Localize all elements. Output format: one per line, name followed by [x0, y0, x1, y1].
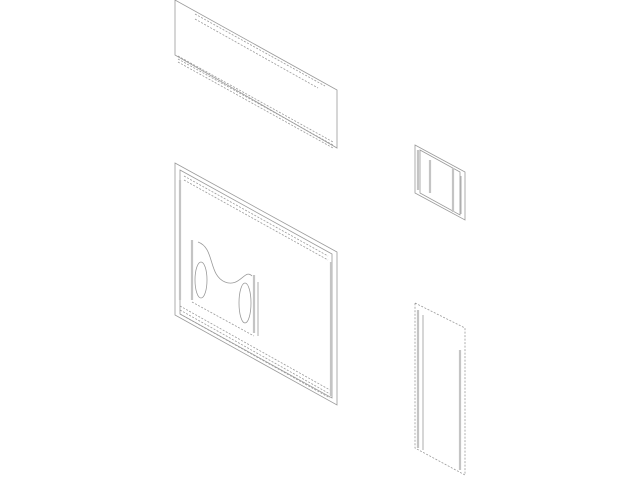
tall-narrow-panel — [414, 302, 466, 476]
top-strip-hatch — [177, 55, 334, 143]
top-strip-edge-detail — [194, 13, 326, 87]
bracket-hole-left — [194, 261, 208, 299]
small-frame-outline — [414, 144, 466, 221]
large-panel-hatch — [179, 313, 331, 399]
large-framed-panel — [174, 162, 338, 406]
top-strip-outline — [174, 0, 338, 149]
tall-panel-outline — [414, 302, 466, 476]
large-panel-hatch — [179, 309, 331, 395]
top-strip-hatch — [177, 58, 334, 146]
top-strip-panel — [174, 0, 338, 149]
large-panel-outer — [174, 162, 338, 406]
bracket-bottom — [191, 301, 255, 337]
large-panel-hatch — [183, 179, 329, 261]
small-frame-inner — [419, 149, 461, 216]
large-panel-inner — [179, 169, 333, 399]
large-panel-hatch — [183, 175, 329, 257]
large-panel-hatch — [179, 305, 331, 391]
top-strip-edge-detail — [194, 18, 319, 89]
top-strip-hatch — [177, 61, 334, 149]
small-frame-panel — [414, 144, 466, 221]
bracket-hole-right — [238, 282, 252, 324]
bracket-cutout-curve — [197, 241, 253, 284]
